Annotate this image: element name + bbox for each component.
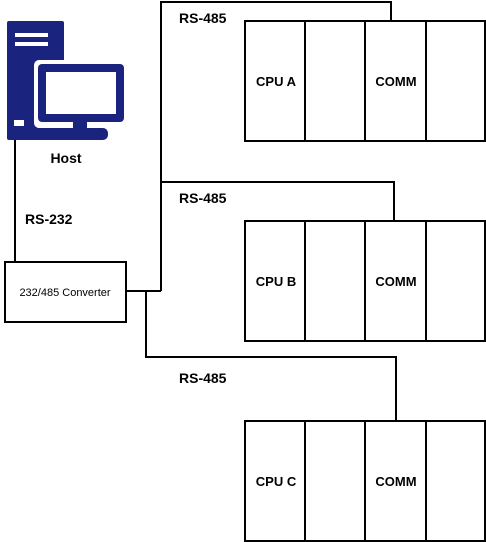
rack-b: RS-485 CPU B COMM <box>179 190 486 342</box>
rack-c: RS-485 CPU C COMM <box>179 370 486 542</box>
bus-wire-rack-b <box>161 181 395 221</box>
bus-wire-rack-a <box>160 1 392 291</box>
comm-module-label: COMM <box>375 74 416 89</box>
tower-button <box>14 120 24 126</box>
monitor-base <box>54 128 108 140</box>
tower-slot <box>15 33 48 37</box>
rs485-label: RS-485 <box>179 370 227 386</box>
computer-icon <box>7 21 128 140</box>
converter-label: 232/485 Converter <box>19 287 110 299</box>
rack-a: RS-485 CPU A COMM <box>179 10 486 142</box>
rs485-label: RS-485 <box>179 10 227 26</box>
cpu-module-label: CPU C <box>256 474 297 489</box>
cpu-module-label: CPU B <box>256 274 296 289</box>
rs485-label: RS-485 <box>179 190 227 206</box>
bus-wire-rack-c <box>145 291 397 421</box>
tower-slot <box>15 42 48 46</box>
monitor-screen <box>46 72 116 114</box>
cpu-module-label: CPU A <box>256 74 297 89</box>
comm-module-label: COMM <box>375 274 416 289</box>
host-label: Host <box>50 150 81 166</box>
converter-box <box>4 261 127 323</box>
rs232-label: RS-232 <box>25 211 73 227</box>
rs485-bus <box>126 1 397 421</box>
monitor-stand <box>73 122 87 132</box>
comm-module-label: COMM <box>375 474 416 489</box>
